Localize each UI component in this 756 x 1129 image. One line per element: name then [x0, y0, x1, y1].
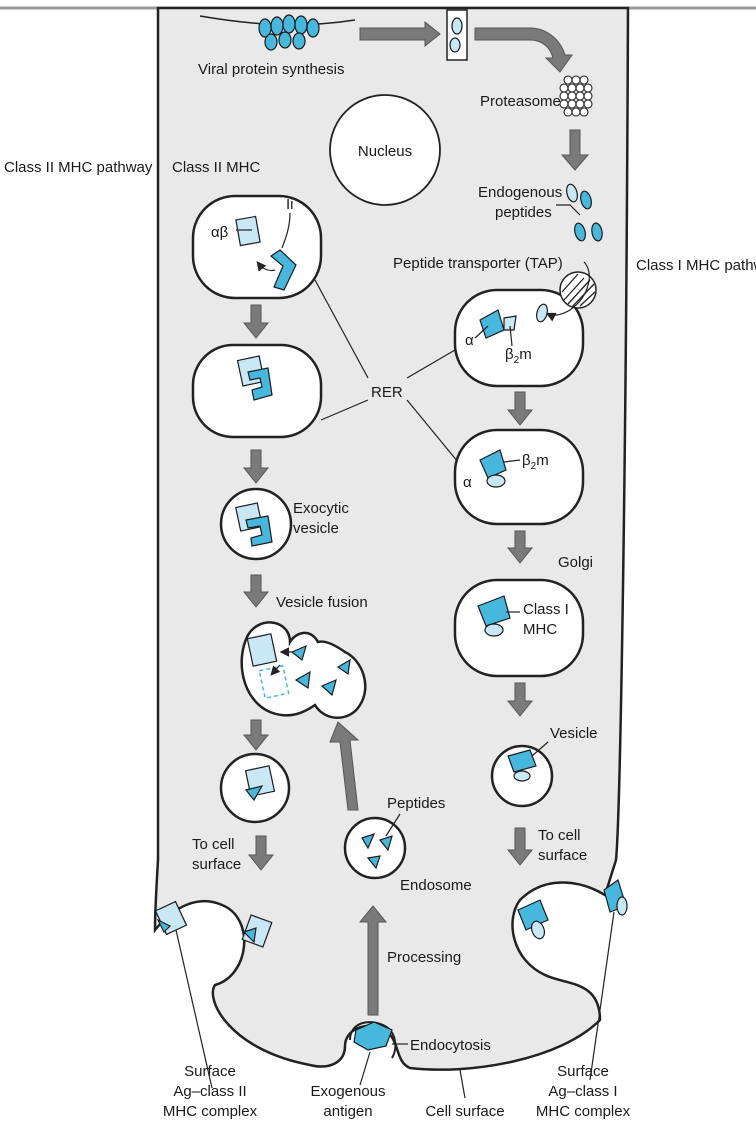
proteasome [560, 76, 592, 116]
golgi-vesicle [455, 580, 583, 676]
viral-protein-bottom [450, 38, 460, 52]
class-i-b2m-3 [485, 624, 503, 636]
to-cell-surface-right-1: To cell [538, 827, 581, 844]
endogenous-peptides-label-1: Endogenous [478, 184, 562, 201]
class-i-b2m-4 [514, 771, 530, 781]
exogenous-leader [360, 1052, 370, 1085]
rer-vesicle-class-ii-1 [193, 196, 321, 298]
viral-protein-top [452, 18, 462, 34]
endogenous-peptides-label-2: peptides [495, 204, 552, 221]
to-cell-surface-left-1: To cell [192, 836, 235, 853]
cell-surface-leader [460, 1070, 465, 1098]
class-ii-mhc-4 [247, 634, 276, 666]
endocytosis-label: Endocytosis [410, 1037, 491, 1054]
ii-label: Ii [286, 196, 294, 213]
nucleus-label: Nucleus [358, 143, 412, 160]
endosome [345, 818, 405, 878]
exocytic-vesicle-label-2: vesicle [293, 520, 339, 537]
class-i-mhc-label-2: MHC [523, 621, 557, 638]
class-ii-pathway-label: Class II MHC pathway [4, 159, 153, 176]
to-cell-surface-left-2: surface [192, 856, 241, 873]
rer-vesicle-class-i-1 [455, 290, 583, 386]
rer-label: RER [371, 384, 403, 401]
cell-surface-label: Cell surface [425, 1103, 504, 1120]
vesicle-fusion-label: Vesicle fusion [276, 594, 368, 611]
golgi-label: Golgi [558, 554, 593, 571]
vesicle-label: Vesicle [550, 725, 598, 742]
surface-class-i-label-2: Ag–class I [548, 1083, 617, 1100]
class-i-pathway-label: Class I MHC pathw [636, 257, 756, 274]
alpha-label-1: α [465, 332, 474, 349]
peptides-label: Peptides [387, 795, 445, 812]
exogenous-antigen-label-2: antigen [323, 1103, 372, 1120]
surface-class-i-label-1: Surface [557, 1063, 609, 1080]
surface-class-ii-label-1: Surface [184, 1063, 236, 1080]
tap-label: Peptide transporter (TAP) [393, 255, 563, 272]
viral-protein-synthesis-label: Viral protein synthesis [198, 61, 344, 78]
exocytic-vesicle-label-1: Exocytic [293, 500, 349, 517]
alpha-label-2: α [463, 474, 472, 491]
class-ii-mhc-label: Class II MHC [172, 159, 261, 176]
processing-label: Processing [387, 949, 461, 966]
class-i-mhc-label-1: Class I [523, 601, 569, 618]
proteasome-label: Proteasome [480, 93, 561, 110]
surface-class-i-label-3: MHC complex [536, 1103, 631, 1120]
rer-vesicle-class-i-2 [455, 430, 583, 524]
class-i-b2m-2 [487, 475, 505, 487]
surface-class-i-outside-b2m [617, 897, 627, 915]
alpha-beta-label: αβ [211, 224, 229, 241]
surface-class-ii-label-2: Ag–class II [173, 1083, 246, 1100]
endosome-label: Endosome [400, 877, 472, 894]
to-cell-surface-right-2: surface [538, 847, 587, 864]
class-ii-mhc-1 [236, 216, 260, 245]
exogenous-antigen-label-1: Exogenous [310, 1083, 385, 1100]
surface-class-ii-label-3: MHC complex [163, 1103, 258, 1120]
